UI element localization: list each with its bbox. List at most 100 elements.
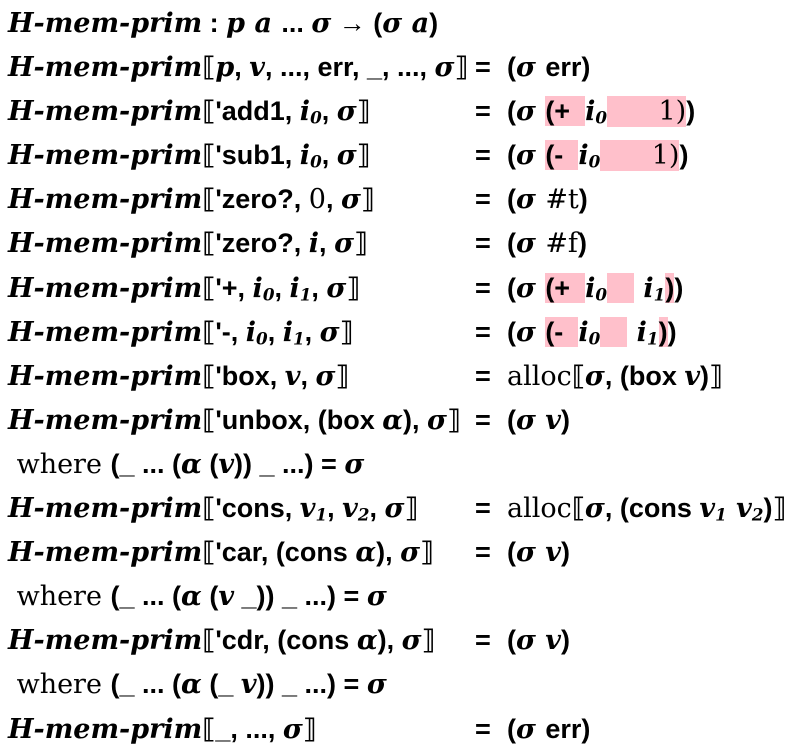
- equals-sign: =: [475, 404, 491, 435]
- syntax-literal: :: [202, 8, 227, 38]
- denotation-bracket: ⟧: [339, 316, 353, 348]
- denotation-bracket: ⟧: [420, 537, 434, 569]
- metavariable: i: [252, 272, 263, 304]
- metavariable: v: [299, 493, 316, 525]
- metavariable: i: [299, 140, 311, 172]
- highlighted-term: (-: [545, 140, 579, 171]
- denotation-bracket: ⟦: [202, 537, 216, 569]
- metavariable: σ: [311, 8, 332, 39]
- syntax-literal: err): [545, 52, 591, 83]
- syntax-literal: ,: [325, 184, 341, 215]
- metavariable: σ: [340, 184, 361, 216]
- syntax-literal: _)) _ ...) =: [234, 581, 367, 612]
- clause-plus: H-mem-prim⟦'+, i0, i1, σ⟧=(σ (+ i0 i1)): [8, 266, 788, 310]
- syntax-literal: ): [679, 140, 689, 171]
- syntax-literal: ): [674, 272, 684, 303]
- denotation-bracket: ⟦: [202, 316, 216, 348]
- metavariable: σ: [516, 272, 546, 304]
- metavariable: p a: [226, 8, 282, 39]
- metavariable: α: [382, 404, 404, 436]
- metafunction-name: H-mem-prim: [8, 96, 203, 128]
- highlight-pad: [607, 272, 634, 303]
- metafunction-name: H-mem-prim: [8, 360, 203, 392]
- equals-sign: =: [475, 625, 491, 656]
- syntax-literal: ): [561, 537, 570, 568]
- syntax-literal: 'car, (cons: [215, 537, 356, 568]
- clause-lhs: H-mem-prim⟦'add1, i0, σ⟧: [8, 89, 475, 140]
- equals-sign: =: [475, 228, 491, 259]
- syntax-literal: 'box,: [215, 360, 285, 391]
- metavariable: v: [249, 52, 265, 84]
- denotation-bracket: ⟧: [353, 228, 368, 260]
- where-cdr: where (_ ... (α (_ v)) _ ...) = σ: [8, 662, 788, 706]
- clause-unbox: H-mem-prim⟦'unbox, (box α), σ⟧= (σ v): [8, 398, 788, 442]
- syntax-literal: ): [561, 625, 570, 656]
- denotation-bracket: ⟦: [202, 625, 216, 657]
- equals-sign: =: [475, 713, 491, 744]
- syntax-literal: ): [700, 360, 710, 391]
- syntax-literal: ,: [304, 316, 320, 347]
- metavariable: v: [699, 493, 716, 525]
- equals-sign: =: [475, 52, 491, 83]
- metavariable: σ v: [516, 537, 561, 569]
- syntax-literal: ),: [376, 537, 401, 568]
- syntax-literal: ): [577, 228, 587, 259]
- syntax-literal: 'unbox, (box: [215, 404, 383, 435]
- denotation-bracket: ⟧: [356, 140, 370, 172]
- metavariable: σ: [516, 228, 546, 260]
- syntax-literal: (_: [201, 669, 241, 700]
- clause-rhs: alloc⟦σ, (box v)⟧: [507, 360, 722, 392]
- syntax-literal: (: [507, 404, 516, 435]
- syntax-literal: ,: [321, 140, 337, 171]
- metavariable: σ v: [516, 404, 561, 436]
- denotation-bracket: ⟦: [202, 360, 216, 392]
- keyword-roman: where: [8, 448, 111, 480]
- clause-zero-true: H-mem-prim⟦'zero?, 0, σ⟧=(σ #t): [8, 177, 788, 221]
- metafunction-name: H-mem-prim: [8, 625, 203, 657]
- syntax-literal: ): [429, 8, 439, 38]
- syntax-literal: '+,: [215, 272, 253, 303]
- metavariable-subscript: 1: [715, 504, 727, 525]
- metavariable: α: [181, 581, 202, 613]
- metavariable: i: [299, 96, 311, 128]
- syntax-literal: ),: [403, 404, 428, 435]
- clause-lhs: H-mem-prim⟦'+, i0, i1, σ⟧: [8, 266, 475, 317]
- denotation-bracket: ⟦: [571, 493, 585, 525]
- syntax-literal: (: [201, 448, 219, 479]
- line-content: where (_ ... (α (_ v)) _ ...) = σ: [8, 669, 387, 700]
- metavariable-subscript: 1: [315, 504, 328, 525]
- metavariable-subscript: 0: [595, 107, 607, 128]
- metavariable: v: [218, 448, 235, 480]
- syntax-literal: ,: [311, 272, 327, 303]
- metavariable: σ: [401, 625, 422, 657]
- metavariable: σ: [516, 713, 546, 745]
- clause-rhs: (σ (- i0 i1)): [507, 316, 677, 349]
- metafunction-name: H-mem-prim: [8, 184, 203, 216]
- syntax-literal: ): [578, 184, 588, 215]
- clause-lhs: H-mem-prim⟦'unbox, (box α), σ⟧: [8, 398, 475, 443]
- keyword-roman: alloc: [507, 493, 572, 525]
- metavariable-subscript: 1: [646, 328, 659, 349]
- syntax-literal: ,: [274, 272, 290, 303]
- denotation-bracket: ⟧: [454, 52, 468, 84]
- highlighted-term: (+: [545, 272, 586, 303]
- metavariable: σ: [384, 493, 405, 525]
- metavariable: v: [684, 360, 701, 392]
- metafunction-name: H-mem-prim: [8, 404, 203, 436]
- clause-lhs: H-mem-prim⟦'zero?, i, σ⟧: [8, 221, 475, 266]
- equals-sign: =: [475, 360, 491, 391]
- metavariable: σ: [344, 448, 365, 480]
- clause-default-err: H-mem-prim⟦_, ..., σ⟧=(σ err): [8, 707, 788, 751]
- metavariable-subscript: 1: [653, 284, 666, 305]
- metavariable: σ: [516, 184, 546, 216]
- denotation-bracket: ⟧: [421, 625, 435, 657]
- syntax-literal: ): [561, 404, 570, 435]
- metavariable: σ: [584, 493, 605, 525]
- denotation-bracket: ⟦: [202, 52, 216, 84]
- keyword-roman: #t: [545, 184, 579, 216]
- equals-sign: =: [475, 140, 491, 171]
- syntax-literal: 'cdr, (cons: [215, 625, 357, 656]
- denotation-bracket: ⟦: [202, 184, 216, 216]
- clause-rhs: (σ (- i0 1)): [507, 140, 689, 172]
- metavariable: σ: [434, 52, 455, 84]
